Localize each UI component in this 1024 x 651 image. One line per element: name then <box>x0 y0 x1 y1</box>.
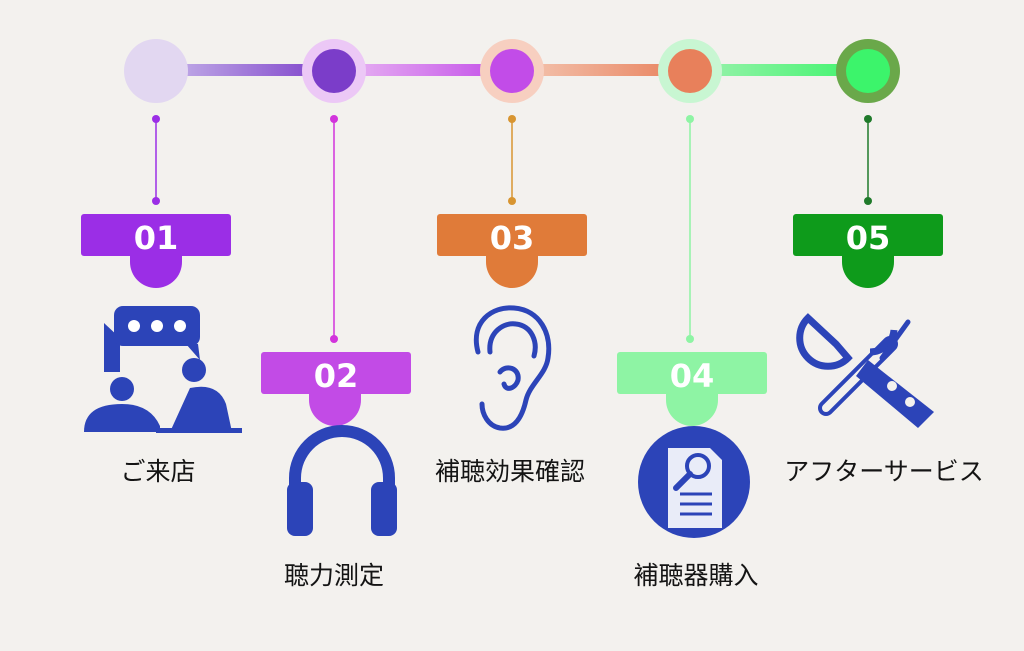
step-3-badge: 03 <box>437 214 587 288</box>
step-4-label: 補聴器購入 <box>633 561 758 590</box>
step-5-connector-bottom <box>864 197 872 205</box>
step-2-dot <box>312 49 356 93</box>
timeline-segment-2 <box>336 64 512 76</box>
timeline-segment-1 <box>156 64 336 76</box>
consultation-icon <box>84 306 242 433</box>
ear-icon <box>473 305 552 431</box>
document-search-icon <box>638 426 750 538</box>
timeline-segment-4 <box>690 64 868 76</box>
step-4-connector-top <box>686 115 694 123</box>
step-5-badge: 05 <box>793 214 943 288</box>
step-2-connector-top <box>330 115 338 123</box>
step-3-number: 03 <box>490 219 535 257</box>
step-2-number: 02 <box>314 357 359 395</box>
headphones-icon <box>287 425 397 536</box>
step-1-connector-top <box>152 115 160 123</box>
step-5-connector-top <box>864 115 872 123</box>
step-4-number: 04 <box>670 357 715 395</box>
step-2-label: 聴力測定 <box>284 561 384 590</box>
tools-icon <box>796 313 934 428</box>
step-3-label: 補聴効果確認 <box>435 457 585 486</box>
step-5-number: 05 <box>846 219 891 257</box>
step-5: 05 アフターサービス <box>784 39 984 486</box>
step-1-number: 01 <box>134 219 179 257</box>
step-4-connector-bottom <box>686 335 694 343</box>
step-3-connector-bottom <box>508 197 516 205</box>
step-2-connector-bottom <box>330 335 338 343</box>
step-4-dot <box>668 49 712 93</box>
step-3: 03 補聴効果確認 <box>435 39 587 486</box>
step-5-dot <box>846 49 890 93</box>
step-1: 01 ご来店 <box>81 39 242 486</box>
step-1-dot <box>134 49 178 93</box>
timeline-segment-3 <box>512 64 690 76</box>
step-3-connector-top <box>508 115 516 123</box>
step-4-badge: 04 <box>617 352 767 426</box>
step-5-label: アフターサービス <box>784 457 984 486</box>
step-2-badge: 02 <box>261 352 411 426</box>
step-1-label: ご来店 <box>120 457 195 486</box>
step-2: 02 聴力測定 <box>261 39 411 590</box>
timeline <box>156 64 868 76</box>
step-1-badge: 01 <box>81 214 231 288</box>
step-1-connector-bottom <box>152 197 160 205</box>
step-3-dot <box>490 49 534 93</box>
step-4: 04 補聴器購入 <box>617 39 767 590</box>
